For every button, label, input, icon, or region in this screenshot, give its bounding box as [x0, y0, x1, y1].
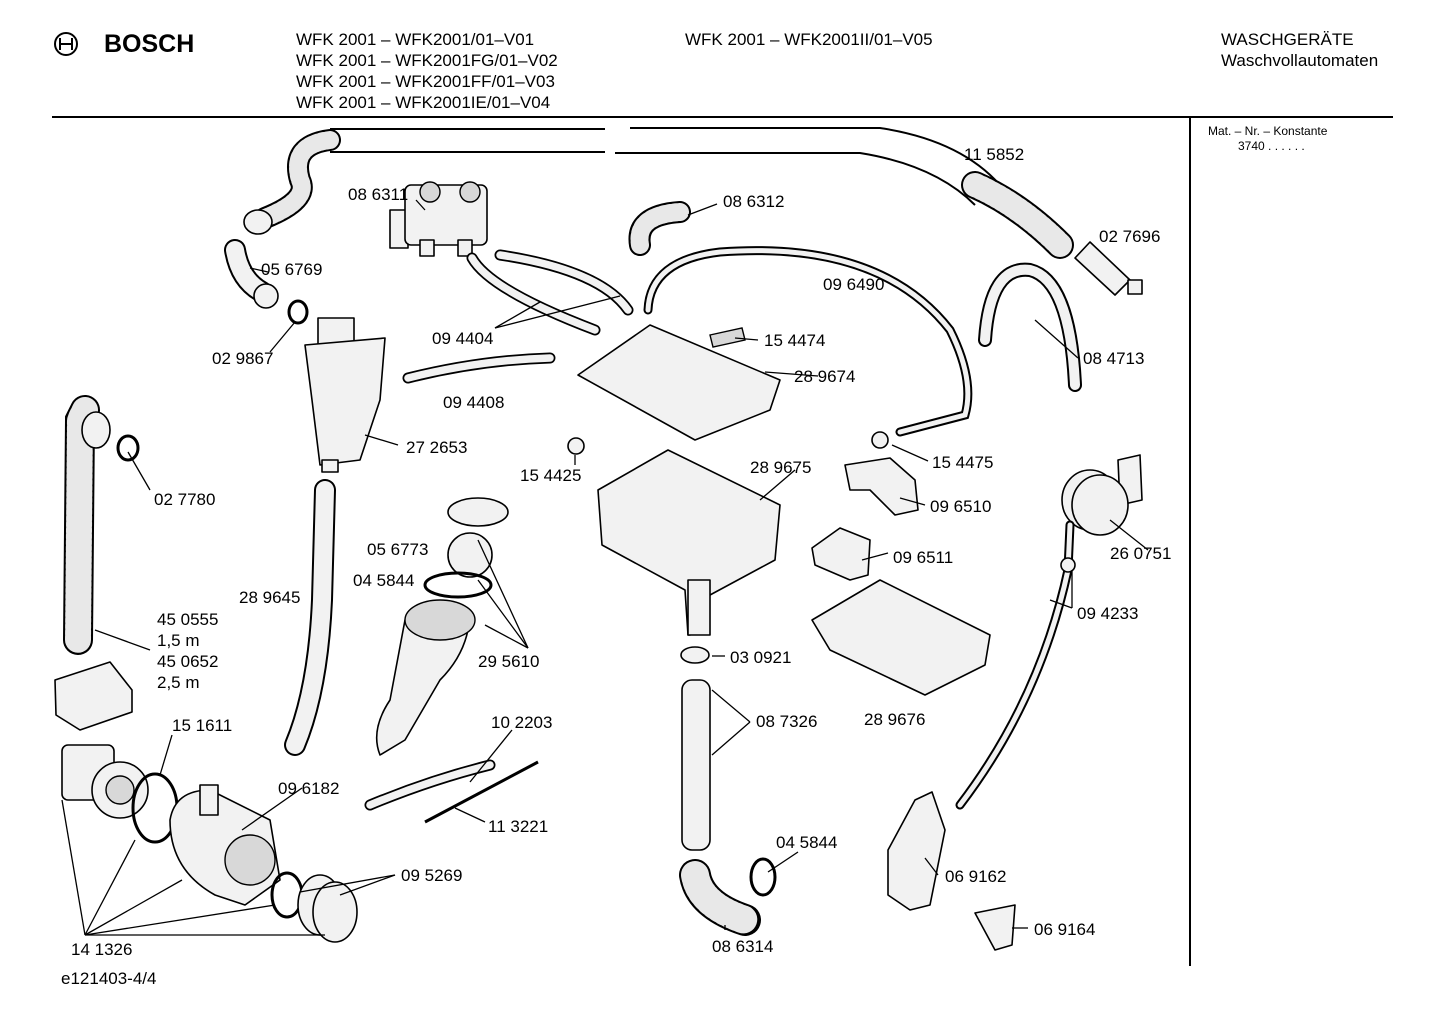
part-label: 09 6511 [893, 548, 954, 567]
part-label: 15 4475 [932, 453, 994, 472]
part-label: 09 4404 [432, 329, 494, 348]
dispenser-housing-289675 [597, 449, 781, 636]
part-label: 08 6311 [348, 185, 409, 204]
part-label: 02 9867 [212, 349, 274, 368]
leader-lines [61, 199, 1149, 936]
document-id: e121403-4/4 [61, 969, 157, 988]
bellows-295610 [375, 497, 509, 756]
tray-289674 [577, 324, 781, 441]
part-label: 09 4233 [1077, 604, 1139, 623]
seal-029867 [287, 299, 309, 325]
part-label: 45 0555 [157, 610, 219, 629]
rod-113221 [424, 760, 539, 824]
filter-cap-095269 [297, 874, 358, 943]
model-line-5: WFK 2001 – WFK2001II/01–V05 [685, 30, 933, 49]
part-label: 09 6510 [930, 497, 992, 516]
drawer-289676 [811, 579, 991, 696]
part-label: 09 6182 [278, 779, 340, 798]
seal-027780 [116, 434, 140, 462]
elbow-056769 [224, 239, 279, 309]
drain-tube-087326 [680, 646, 711, 851]
mat-nr-label: Mat. – Nr. – Konstante [1208, 124, 1328, 138]
pressure-switch-260751 [1061, 454, 1143, 536]
pump-cover [54, 661, 133, 731]
clip-045844-b [749, 857, 777, 897]
ring-095269 [270, 871, 304, 919]
part-label: 09 4408 [443, 393, 505, 412]
pump-141326 [61, 744, 149, 819]
part-label: 26 0751 [1110, 544, 1172, 563]
model-line-1: WFK 2001 – WFK2001/01–V01 [296, 30, 535, 49]
bosch-logo-icon [54, 32, 78, 56]
part-label: 15 4425 [520, 466, 582, 485]
part-label: 09 5269 [401, 866, 463, 885]
part-096510 [844, 457, 919, 516]
part-label: 14 1326 [71, 940, 133, 959]
part-label: 10 2203 [491, 713, 553, 732]
part-label: 05 6769 [261, 260, 323, 279]
drain-hose-450555 [63, 395, 111, 655]
part-label: 11 3221 [488, 817, 549, 836]
part-label: 08 6314 [712, 937, 774, 956]
part-label: 08 4713 [1083, 349, 1145, 368]
part-label: 28 9674 [794, 367, 856, 386]
part-label: 15 1611 [172, 716, 233, 735]
part-label: 03 0921 [730, 648, 792, 667]
mat-nr-value: 3740 . . . . . . [1238, 139, 1305, 153]
brand-name: BOSCH [104, 30, 195, 58]
part-label: 08 7326 [756, 712, 818, 731]
model-line-2: WFK 2001 – WFK2001FG/01–V02 [296, 51, 558, 70]
nozzle-094233 [1060, 557, 1076, 573]
part-label: 02 7696 [1099, 227, 1161, 246]
clamp-084713 [978, 262, 1082, 392]
part-label: 11 5852 [964, 145, 1025, 164]
bend-086312 [628, 201, 691, 256]
air-trap-272653 [304, 317, 386, 473]
valve-086311 [389, 181, 488, 257]
inlet-hose-115852 [243, 127, 1074, 259]
valve-069164 [974, 904, 1016, 951]
bracket-069162 [887, 791, 946, 911]
part-label: 45 0652 [157, 652, 219, 671]
plug-027696 [1074, 241, 1143, 296]
part-label: 29 5610 [478, 652, 540, 671]
model-line-3: WFK 2001 – WFK2001FF/01–V03 [296, 72, 555, 91]
part-label: 02 7780 [154, 490, 216, 509]
part-096511 [811, 527, 871, 581]
part-label: 04 5844 [776, 833, 838, 852]
part-label: 27 2653 [406, 438, 468, 457]
part-label: 06 9162 [945, 867, 1007, 886]
part-label: 2,5 m [157, 673, 200, 692]
part-label: 08 6312 [723, 192, 785, 211]
part-label: 1,5 m [157, 631, 200, 650]
part-label: 09 6490 [823, 275, 885, 294]
part-label: 04 5844 [353, 571, 415, 590]
part-label: 28 9645 [239, 588, 301, 607]
category-title: WASCHGERÄTE [1221, 30, 1354, 49]
pump-housing-096182 [169, 784, 281, 906]
part-label: 28 9676 [864, 710, 926, 729]
part-label: 28 9675 [750, 458, 812, 477]
part-label: 06 9164 [1034, 920, 1096, 939]
nozzle-154475 [871, 431, 889, 449]
part-label: 15 4474 [764, 331, 826, 350]
nozzle-154425 [567, 437, 585, 455]
model-line-4: WFK 2001 – WFK2001IE/01–V04 [296, 93, 551, 112]
category-subtitle: Waschvollautomaten [1221, 51, 1379, 70]
part-label: 05 6773 [367, 540, 429, 559]
